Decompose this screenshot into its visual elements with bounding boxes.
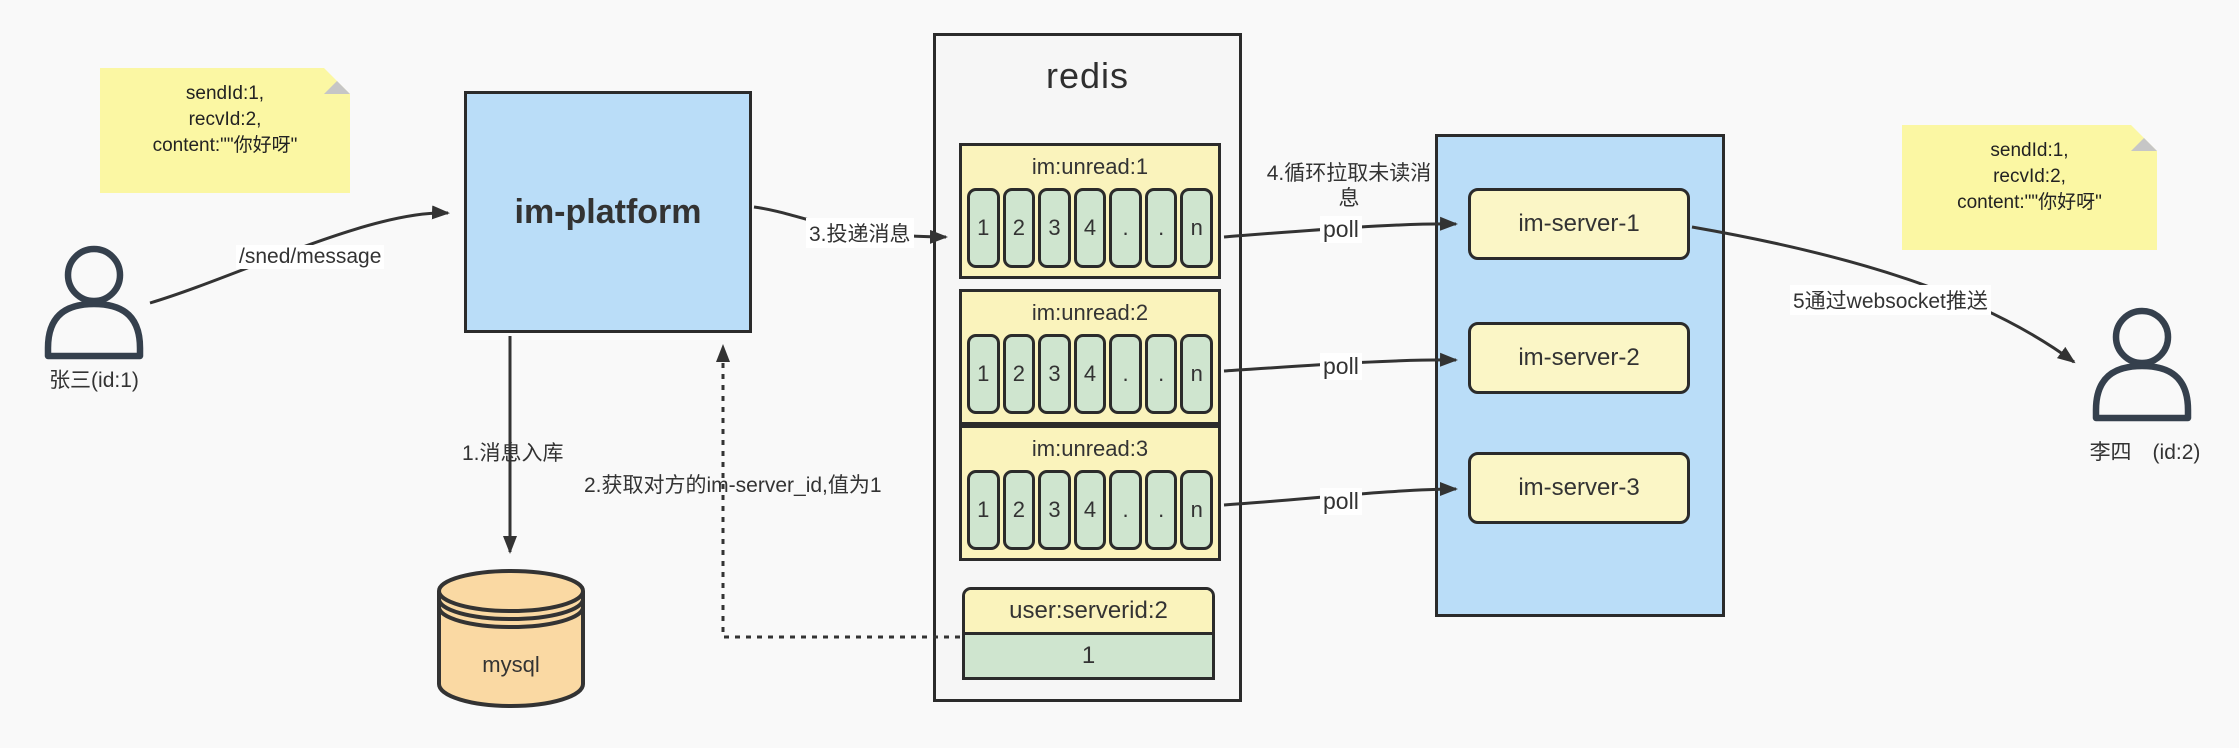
queue-header: im:unread:3 [1031,436,1149,461]
user-icon [2092,307,2192,422]
user-serverid-header: user:serverid:2 [965,590,1212,635]
queue-cells: 1 2 3 4 . . n [962,188,1218,276]
queue-cell: 1 [967,334,1000,414]
note-line: content:""你好呀" [152,135,298,156]
label-poll-1: poll [1320,216,1362,243]
queue-im-unread-3: im:unread:3 1 2 3 4 . . n [959,425,1221,561]
label-step2: 2.获取对方的im-server_id,值为1 [584,474,882,497]
queue-cell: 2 [1002,188,1036,268]
queue-cell: 4 [1073,188,1107,268]
note-line: recvId:2, [188,109,262,130]
label-poll-3: poll [1320,488,1362,515]
queue-cell: . [1144,334,1178,414]
queue-cell: . [1109,334,1142,414]
redis-title: redis [1045,55,1130,96]
queue-im-unread-1: im:unread:1 1 2 3 4 . . n [959,143,1221,279]
queue-cell: n [1180,188,1214,268]
queue-cell: n [1180,334,1214,414]
user-serverid-value: 1 [965,635,1212,677]
actor-sender-label: 张三(id:1) [49,369,139,392]
user-icon [44,245,144,360]
queue-cell: . [1144,188,1178,268]
queue-cell: . [1109,470,1142,550]
node-user-serverid-map: user:serverid:2 1 [962,587,1215,680]
label-step3: 3.投递消息 [806,218,914,248]
queue-cell: 1 [967,188,1000,268]
label-poll-2: poll [1320,353,1362,380]
queue-header: im:unread:2 [1031,300,1149,325]
queue-cell: 2 [1002,334,1036,414]
queue-cell: 2 [1002,470,1036,550]
node-im-server-3: im-server-3 [1468,452,1690,524]
queue-cell: 3 [1038,334,1071,414]
queue-cell: 3 [1038,470,1071,550]
mysql-label: mysql [482,652,540,677]
note-right: sendId:1, recvId:2, content:""你好呀" [1902,125,2157,250]
queue-cell: n [1180,470,1214,550]
node-im-server-1: im-server-1 [1468,188,1690,260]
label-step1: 1.消息入库 [462,442,564,465]
queue-cell: 4 [1073,470,1107,550]
label-step5: 5通过websocket推送 [1790,285,1991,315]
queue-header: im:unread:1 [1031,154,1149,179]
note-left: sendId:1, recvId:2, content:""你好呀" [100,68,350,193]
label-step4: 4.循环拉取未读消息 [1266,162,1432,210]
note-fold-icon [324,68,350,94]
queue-cell: 4 [1073,334,1107,414]
queue-cell: 3 [1038,188,1071,268]
note-fold-icon [2131,125,2157,151]
label-send-message: /sned/message [236,245,385,269]
actor-receiver-label: 李四 (id:2) [2089,441,2201,464]
queue-cells: 1 2 3 4 . . n [962,470,1218,558]
note-line: recvId:2, [1993,166,2066,187]
queue-cell: . [1109,188,1142,268]
queue-cell: . [1144,470,1178,550]
queue-cells: 1 2 3 4 . . n [962,334,1218,422]
im-platform-label: im-platform [514,192,702,231]
note-line: content:""你好呀" [1957,192,2102,213]
node-im-server-2: im-server-2 [1468,322,1690,394]
note-line: sendId:1, [185,83,265,104]
note-line: sendId:1, [1990,140,2069,161]
queue-cell: 1 [967,470,1000,550]
queue-im-unread-2: im:unread:2 1 2 3 4 . . n [959,289,1221,425]
mysql-database-icon [437,569,585,708]
node-im-platform: im-platform [464,91,752,333]
